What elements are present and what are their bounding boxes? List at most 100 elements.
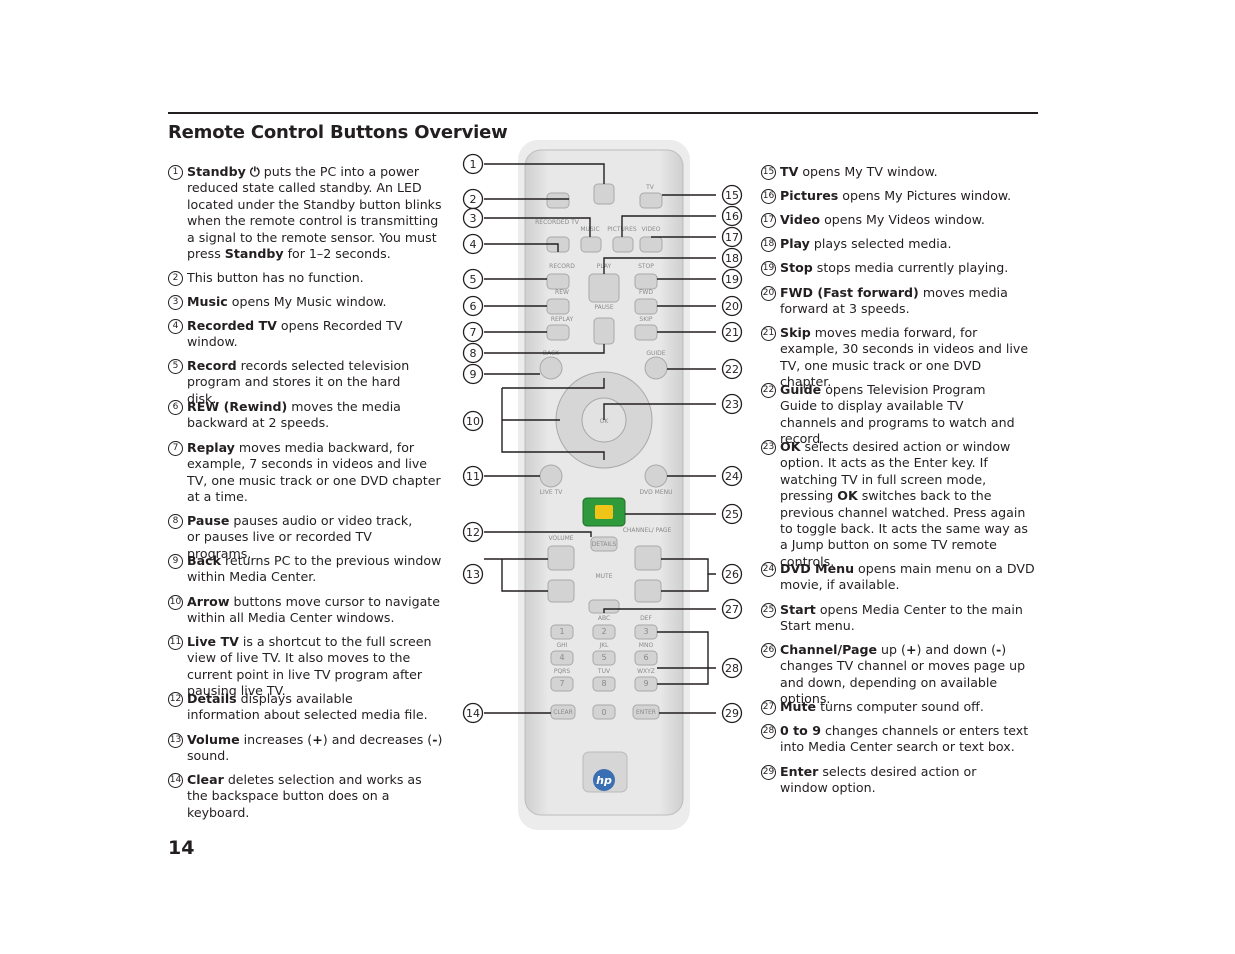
enter-label: ENTER — [636, 709, 656, 716]
channel-down-button[interactable] — [634, 579, 662, 603]
callout-circle[interactable] — [721, 393, 743, 415]
callout-number: 7 — [470, 326, 477, 339]
callout-circle[interactable] — [721, 358, 743, 380]
callout-number: 9 — [470, 368, 477, 381]
list-item: 12 Details displays available informatio… — [168, 691, 428, 724]
digit-6-button[interactable] — [634, 650, 658, 666]
callout-circle[interactable] — [721, 268, 743, 290]
stop-button[interactable] — [634, 273, 658, 290]
item-term: Recorded TV — [187, 318, 277, 333]
item-text: moves media forward, for example, 30 sec… — [780, 325, 1029, 390]
callout-circle[interactable] — [462, 465, 484, 487]
callout-circle[interactable] — [462, 563, 484, 585]
volume-down-button[interactable] — [547, 579, 575, 603]
callout-circle[interactable] — [721, 184, 743, 206]
recorded-tv-label: RECORDED TV — [535, 219, 580, 226]
callout-circle[interactable] — [462, 342, 484, 364]
callout-circle[interactable] — [721, 465, 743, 487]
list-item: 7 Replay moves media backward, for examp… — [168, 440, 443, 506]
callout-number: 24 — [725, 470, 739, 483]
callout-leader-line — [502, 378, 605, 389]
unused-button[interactable] — [546, 192, 570, 209]
digit-0-button[interactable] — [592, 704, 616, 720]
digit-8-button[interactable] — [592, 676, 616, 692]
digit-label: 1 — [559, 627, 564, 636]
plus-sign: + — [905, 642, 917, 657]
callout-number: 2 — [470, 193, 477, 206]
digit-label: 4 — [559, 653, 564, 662]
callout-number: 10 — [466, 415, 480, 428]
record-button[interactable] — [546, 273, 570, 290]
item-term: Guide — [780, 382, 822, 397]
digit-label: 2 — [601, 627, 606, 636]
tv-button[interactable] — [639, 192, 663, 209]
list-item: 29 Enter selects desired action or windo… — [761, 764, 1023, 797]
pictures-button[interactable] — [612, 236, 634, 253]
list-item: 4 Recorded TV opens Recorded TV window. — [168, 318, 408, 351]
details-button[interactable] — [590, 536, 618, 552]
callout-number: 8 — [470, 347, 477, 360]
skip-button[interactable] — [634, 324, 658, 341]
fwd-button[interactable] — [634, 298, 658, 315]
item-term: Live TV — [187, 634, 239, 649]
back-button[interactable] — [539, 356, 563, 380]
callout-circle[interactable] — [721, 226, 743, 248]
volume-up-button[interactable] — [547, 545, 575, 571]
fwd-label: FWD — [639, 289, 653, 296]
abc-label: ABC — [598, 615, 610, 622]
callout-circle[interactable] — [721, 321, 743, 343]
guide-button[interactable] — [644, 356, 668, 380]
list-item: 18 Play plays selected media. — [761, 236, 1036, 252]
digit-4-button[interactable] — [550, 650, 574, 666]
music-button[interactable] — [580, 236, 602, 253]
callout-circle[interactable] — [462, 233, 484, 255]
callout-circle[interactable] — [462, 207, 484, 229]
callout-circle[interactable] — [721, 598, 743, 620]
item-text: opens Television Program Guide to displa… — [780, 382, 1015, 447]
digit-1-button[interactable] — [550, 624, 574, 640]
live-tv-button[interactable] — [539, 464, 563, 488]
callout-circle[interactable] — [462, 363, 484, 385]
callout-circle[interactable] — [721, 563, 743, 585]
rew-button[interactable] — [546, 298, 570, 315]
callout-number: 20 — [725, 300, 739, 313]
play-button[interactable] — [588, 273, 620, 303]
page-number: 14 — [168, 837, 195, 859]
callout-circle[interactable] — [721, 295, 743, 317]
callout-circle[interactable] — [462, 521, 484, 543]
digit-5-button[interactable] — [592, 650, 616, 666]
channel-up-button[interactable] — [634, 545, 662, 571]
digit-7-button[interactable] — [550, 676, 574, 692]
standby-button[interactable] — [593, 183, 615, 205]
callout-circle[interactable] — [721, 247, 743, 269]
pause-button[interactable] — [593, 317, 615, 345]
callout-circle[interactable] — [462, 321, 484, 343]
item-text: records selected television program and … — [187, 358, 410, 406]
callout-circle[interactable] — [462, 295, 484, 317]
callout-circle[interactable] — [721, 503, 743, 525]
windows-logo-icon[interactable] — [595, 505, 613, 519]
video-button[interactable] — [639, 236, 663, 253]
pause-label: PAUSE — [594, 304, 614, 311]
callout-circle[interactable] — [721, 205, 743, 227]
callout-number: 23 — [725, 398, 739, 411]
item-term: Start — [780, 602, 816, 617]
digit-2-button[interactable] — [592, 624, 616, 640]
item-term: TV — [780, 164, 799, 179]
callout-circle[interactable] — [462, 702, 484, 724]
callout-circle[interactable] — [721, 702, 743, 724]
item-number: 24 — [761, 562, 776, 577]
callout-circle[interactable] — [462, 153, 484, 175]
dvd-menu-button[interactable] — [644, 464, 668, 488]
callout-circle[interactable] — [462, 268, 484, 290]
item-text: puts the PC into a power reduced state c… — [187, 164, 442, 262]
clear-button[interactable] — [550, 704, 576, 720]
stop-label: STOP — [638, 263, 654, 270]
item-term: Record — [187, 358, 237, 373]
enter-button[interactable] — [632, 704, 660, 720]
replay-button[interactable] — [546, 324, 570, 341]
callout-number: 11 — [466, 470, 480, 483]
callout-leader-line — [484, 217, 591, 237]
callout-circle[interactable] — [462, 410, 484, 432]
callout-circle[interactable] — [721, 657, 743, 679]
